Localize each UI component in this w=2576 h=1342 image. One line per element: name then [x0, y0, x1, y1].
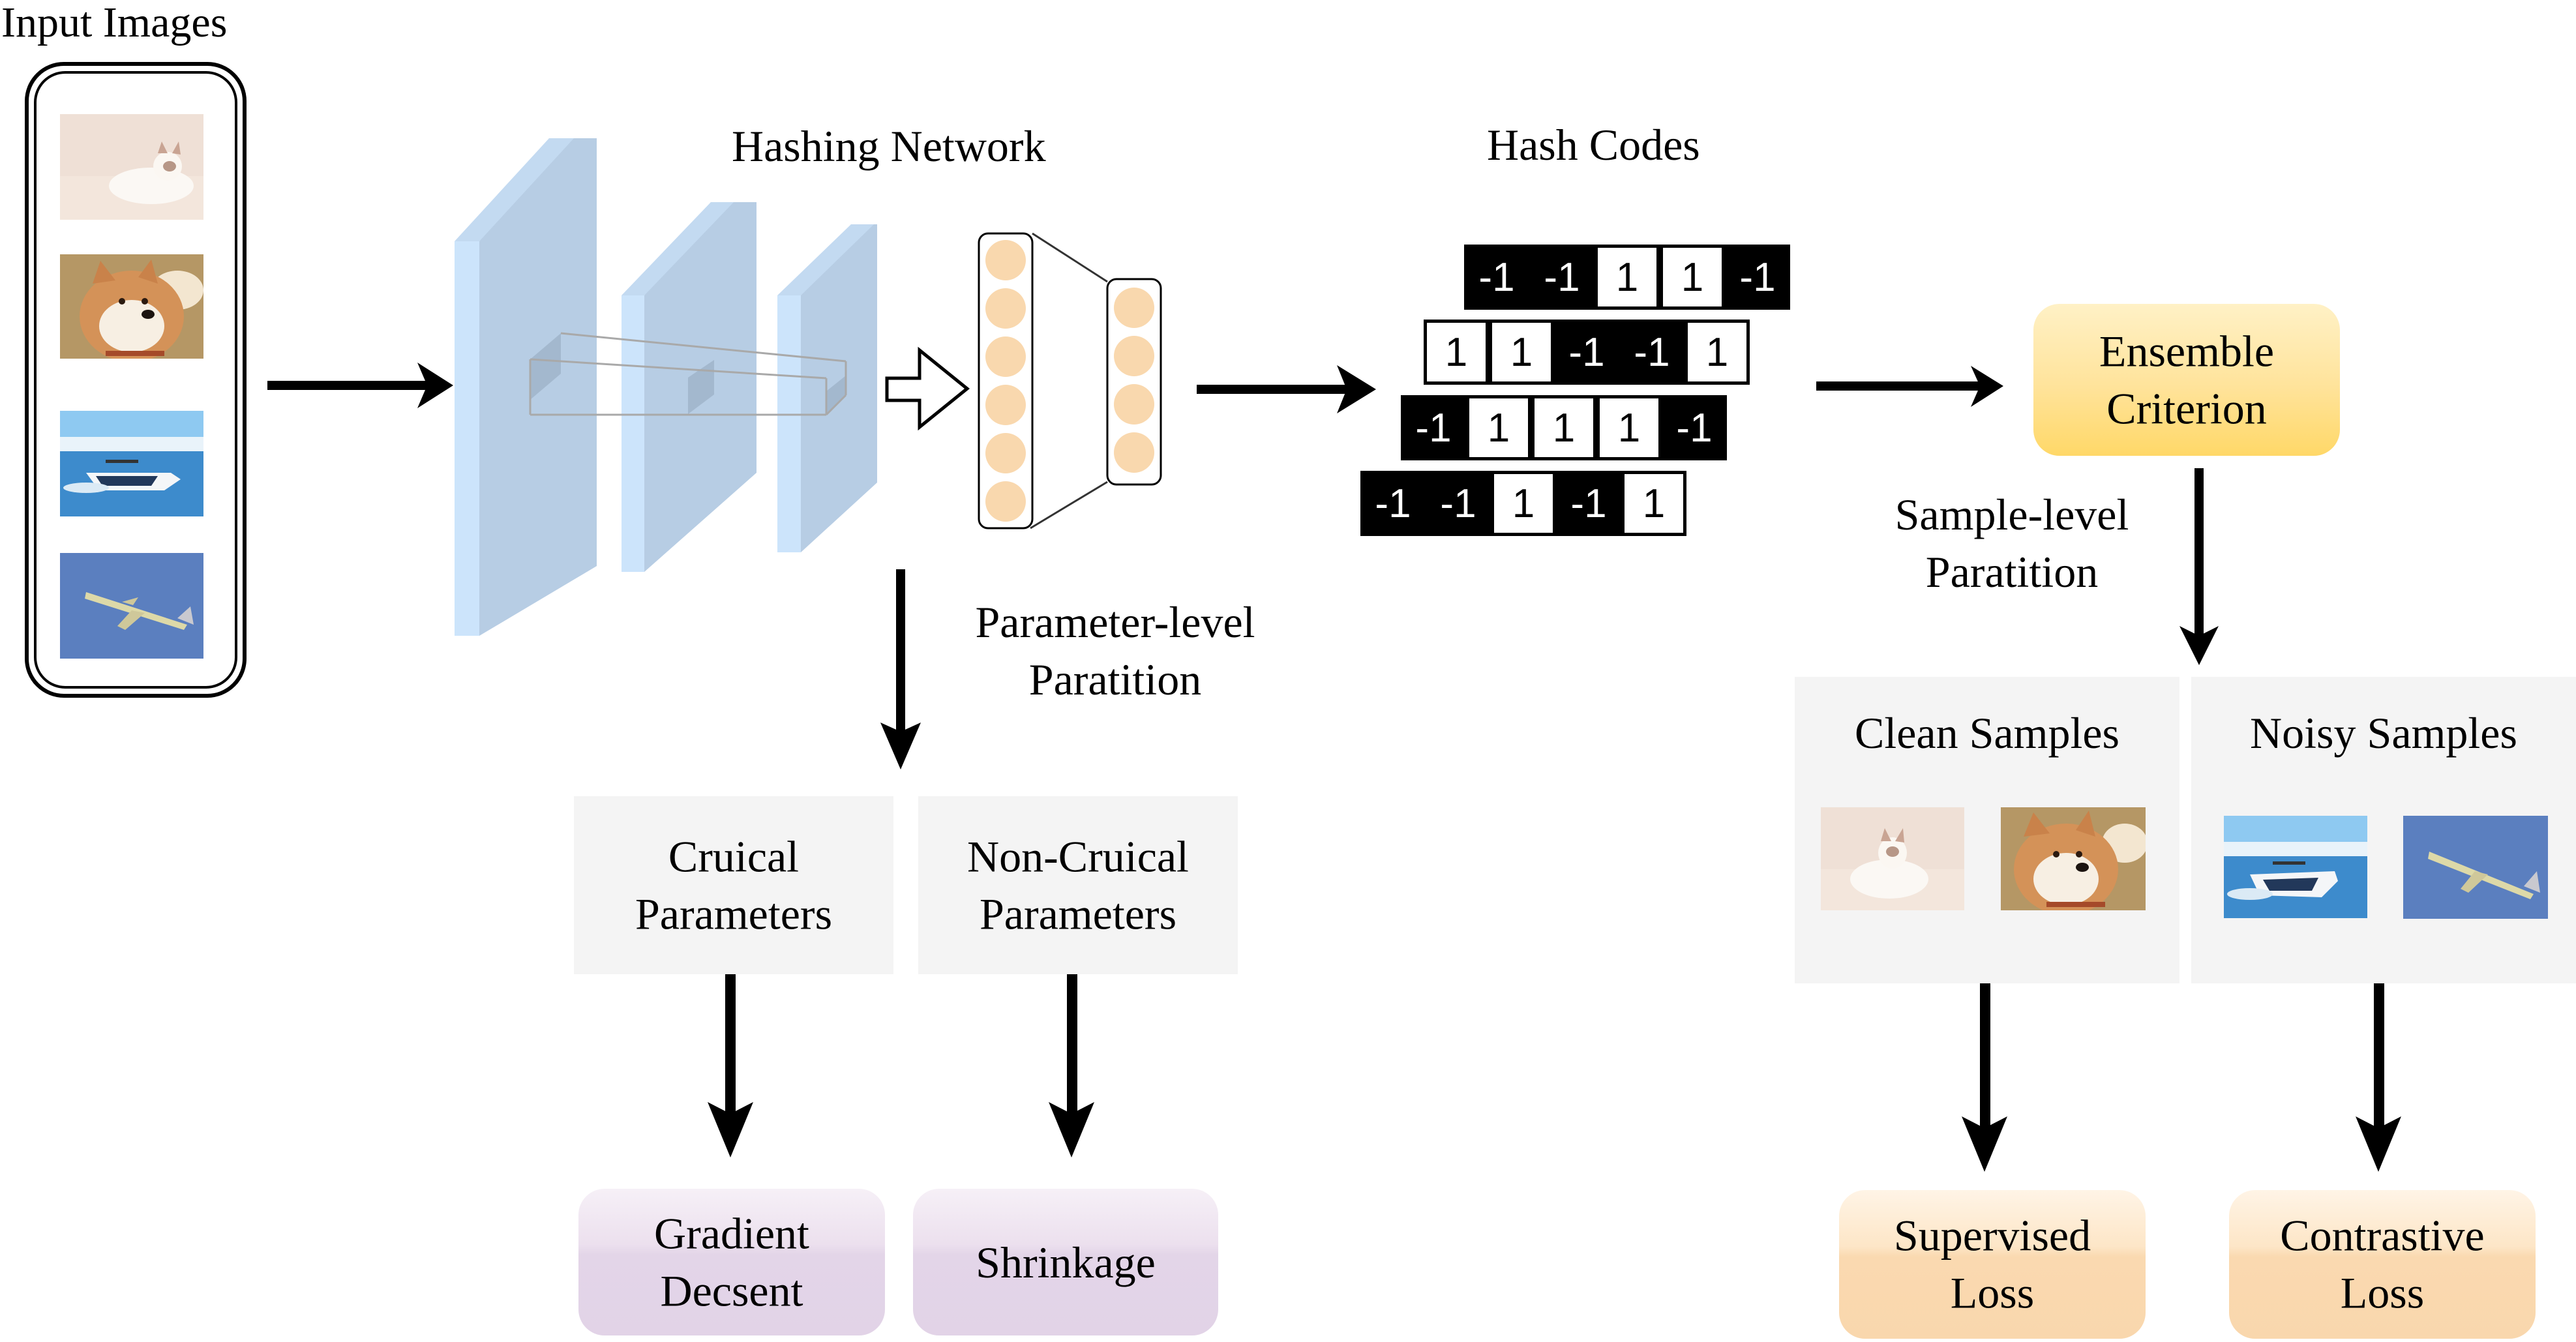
arrow-clean-to-supervised [1962, 982, 2007, 1172]
sample-level-partition-label: Sample-level Paratition [1865, 486, 2159, 601]
hash-bit: -1 [1360, 471, 1426, 536]
receptive-field-wireframe [529, 332, 847, 416]
arrow-ensemble-to-samples [2179, 468, 2219, 665]
shrinkage-line1: Shrinkage [976, 1237, 1156, 1287]
clean-dog-photo [2001, 807, 2146, 910]
noisy-samples-title: Noisy Samples [2250, 708, 2517, 758]
contrastive-line2: Loss [2340, 1268, 2425, 1318]
input-images-title: Input Images [1, 0, 228, 46]
fc-layer-wide [978, 232, 1034, 529]
arrow-crucial-to-gradient [708, 974, 753, 1157]
gradient-line1: Gradient [654, 1208, 809, 1259]
ensemble-criterion-box: Ensemble Criterion [2033, 304, 2340, 456]
hash-bit: 1 [1596, 395, 1662, 460]
ensemble-line1: Ensemble [2099, 326, 2275, 376]
crucial-line2: Parameters [635, 889, 833, 939]
hash-bit: -1 [1554, 320, 1619, 385]
conv-layer-2 [622, 202, 756, 572]
neuron [985, 385, 1026, 425]
contrastive-loss-box: Contrastive Loss [2229, 1190, 2536, 1339]
hash-bit: -1 [1464, 245, 1529, 310]
boat-photo [60, 411, 203, 516]
hash-bit: 1 [1489, 320, 1554, 385]
ensemble-line2: Criterion [2106, 383, 2267, 434]
neuron [985, 336, 1026, 377]
hash-bit: -1 [1662, 395, 1727, 460]
input-images-frame [25, 62, 247, 698]
supervised-line2: Loss [1950, 1268, 2035, 1318]
crucial-line1: Cruical [668, 831, 800, 882]
arrow-noisy-to-contrastive [2356, 982, 2401, 1172]
airplane-photo [60, 553, 203, 659]
hash-bit: 1 [1685, 320, 1750, 385]
cat-photo [60, 114, 203, 220]
crucial-parameters-panel: Cruical Parameters [574, 796, 893, 974]
neuron [985, 240, 1026, 280]
hash-bit: -1 [1426, 471, 1491, 536]
parameter-level-partition-label: Parameter-level Paratition [933, 593, 1298, 709]
neurons-wide [985, 240, 1026, 522]
supervised-line1: Supervised [1893, 1210, 2091, 1260]
hash-bit: 1 [1660, 245, 1725, 310]
hollow-arrow-icon [885, 346, 970, 431]
hash-bit: 1 [1595, 245, 1660, 310]
arrow-input-to-network [267, 363, 453, 408]
sample-partition-line1: Sample-level [1895, 490, 2129, 539]
dog-photo [60, 254, 203, 359]
parameter-partition-line1: Parameter-level [975, 597, 1255, 647]
fc-layer-narrow [1106, 278, 1162, 486]
hash-bit: 1 [1621, 471, 1686, 536]
gradient-descent-box: Gradient Decsent [578, 1189, 885, 1335]
neuron [1114, 432, 1154, 473]
hash-bit: 1 [1466, 395, 1531, 460]
clean-samples-panel: Clean Samples [1795, 677, 2179, 983]
clean-samples-title: Clean Samples [1854, 708, 2120, 758]
hash-bit: 1 [1531, 395, 1596, 460]
noisy-airplane-photo [2403, 816, 2548, 919]
shrinkage-box: Shrinkage [913, 1189, 1218, 1335]
conv-layer-3 [777, 224, 877, 552]
neuron [1114, 288, 1154, 328]
contrastive-line1: Contrastive [2280, 1210, 2485, 1260]
noisy-samples-panel: Noisy Samples [2191, 677, 2576, 983]
clean-cat-photo [1821, 807, 1964, 910]
input-images-frame-inner [34, 71, 237, 689]
neuron [985, 481, 1026, 522]
neuron [1114, 336, 1154, 376]
conv-layer-1 [455, 138, 597, 636]
non-crucial-parameters-panel: Non-Cruical Parameters [918, 796, 1238, 974]
hash-bit: 1 [1424, 320, 1489, 385]
hash-bit: -1 [1556, 471, 1621, 536]
arrow-hash-to-ensemble [1816, 366, 2003, 407]
hash-bit: -1 [1401, 395, 1466, 460]
arrow-network-to-hash [1197, 365, 1376, 413]
hash-codes-title: Hash Codes [1487, 120, 1700, 170]
neuron [985, 433, 1026, 473]
noisy-boat-photo [2224, 816, 2367, 918]
gradient-line2: Decsent [660, 1266, 803, 1316]
non-crucial-line2: Parameters [979, 889, 1177, 939]
hash-bit: -1 [1619, 320, 1685, 385]
neuron [1114, 384, 1154, 425]
hashing-network-title: Hashing Network [732, 121, 1046, 171]
neurons-narrow [1114, 288, 1154, 473]
arrow-network-to-parameters [880, 569, 921, 769]
hash-bit: 1 [1491, 471, 1556, 536]
neuron [985, 288, 1026, 329]
hash-bit: -1 [1529, 245, 1595, 310]
parameter-partition-line2: Paratition [1028, 655, 1202, 705]
hash-bit: -1 [1725, 245, 1790, 310]
arrow-noncrucial-to-shrinkage [1049, 974, 1094, 1157]
sample-partition-line2: Paratition [1925, 547, 2099, 597]
supervised-loss-box: Supervised Loss [1839, 1190, 2146, 1339]
non-crucial-line1: Non-Cruical [967, 831, 1189, 882]
